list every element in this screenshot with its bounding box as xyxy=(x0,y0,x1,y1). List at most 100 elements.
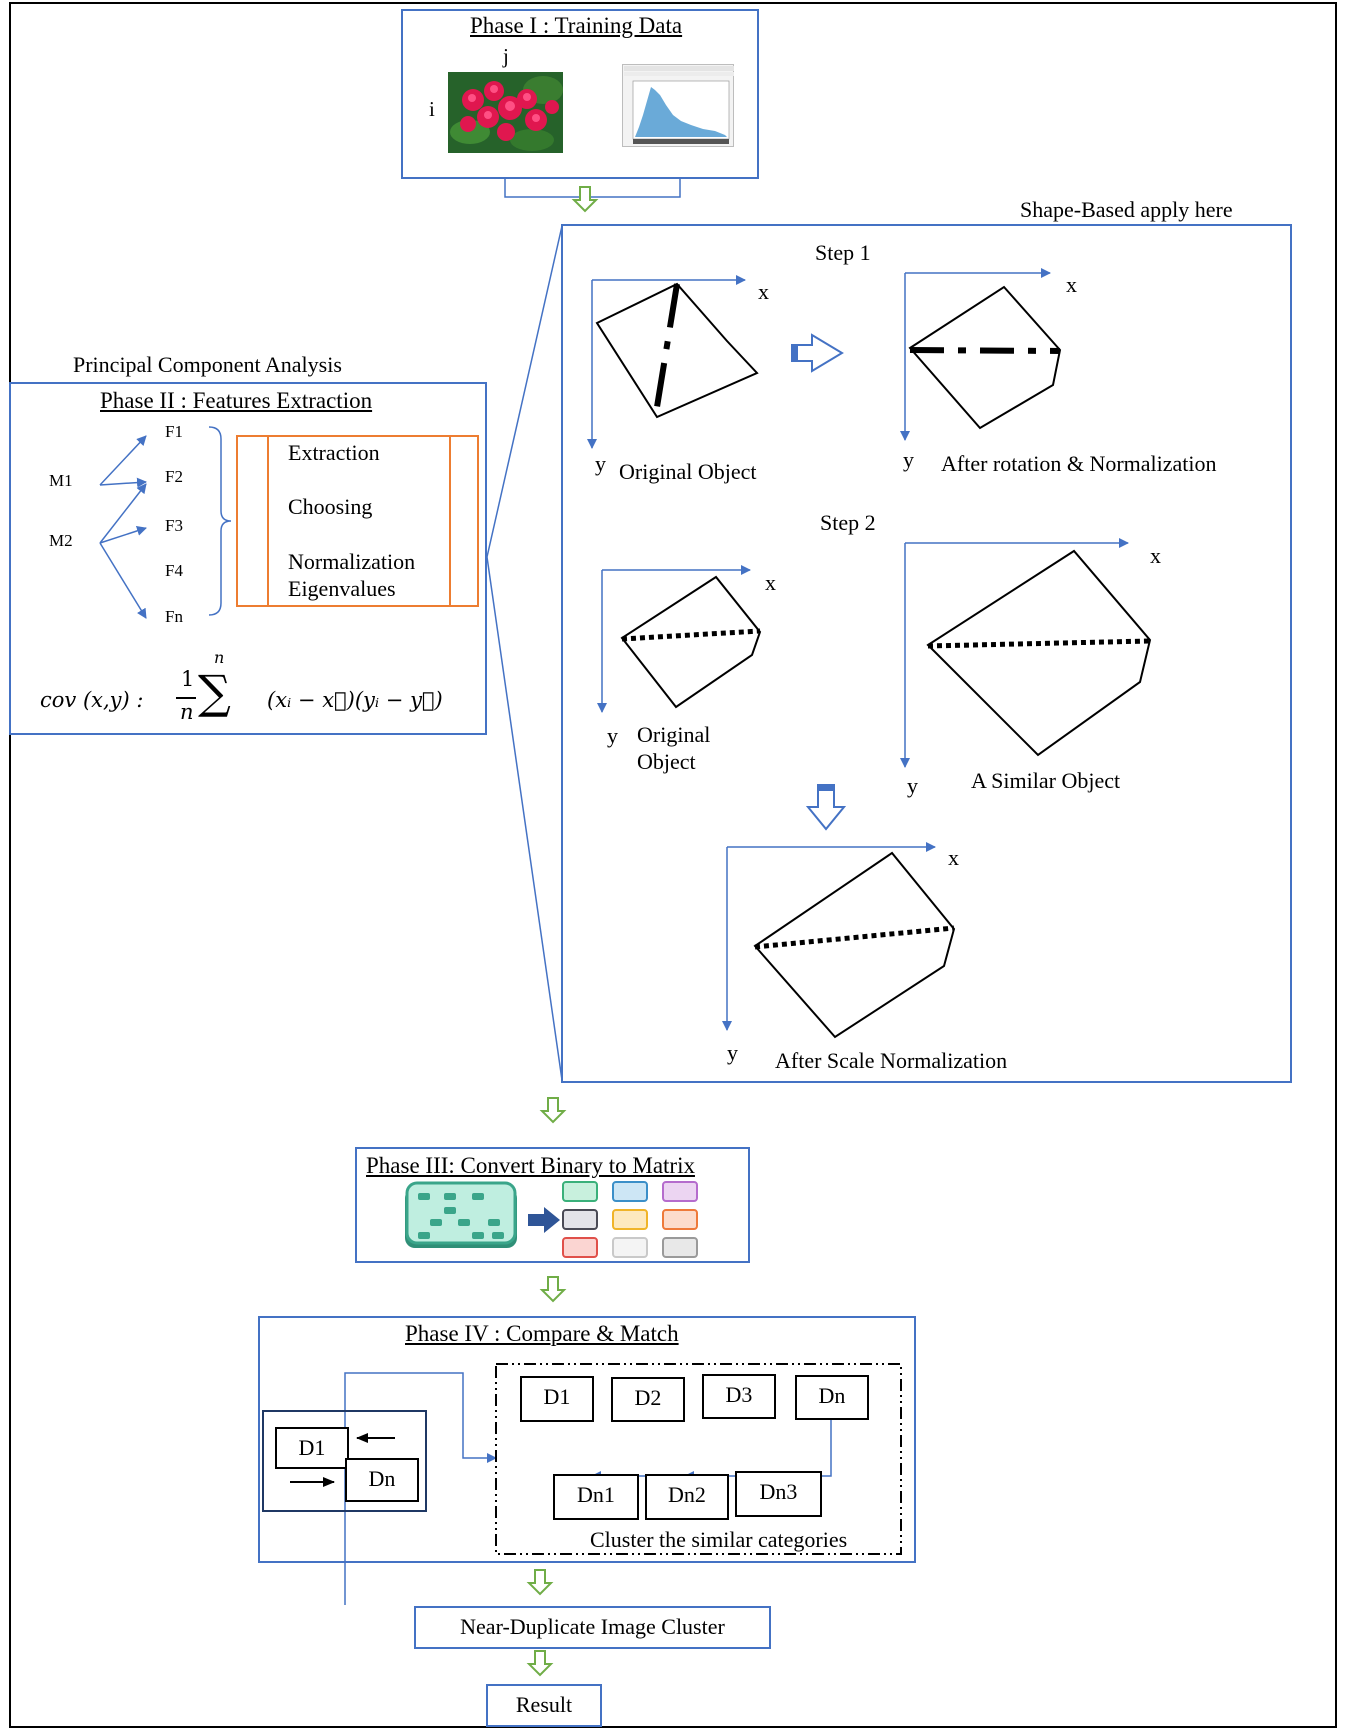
scaled-axes xyxy=(722,842,936,1031)
step1-original-axis-line xyxy=(654,283,680,408)
scaled-caption: After Scale Normalization xyxy=(775,1048,1008,1073)
step1-transform-arrow-base xyxy=(792,346,798,360)
green-arrow-3 xyxy=(539,1276,567,1303)
formula-sum-top: n xyxy=(214,648,225,667)
scaled-shape xyxy=(753,851,956,1039)
phase1-i-label: i xyxy=(429,97,435,121)
scaled-axis-x: x xyxy=(948,845,959,870)
step1-axis-x: x xyxy=(758,279,769,304)
step2-original-axes xyxy=(597,565,751,713)
formula-frac-den: n xyxy=(180,700,194,724)
formula-frac-bar xyxy=(176,697,196,699)
step2-similar-caption: A Similar Object xyxy=(971,768,1121,793)
pca-step-extraction: Extraction xyxy=(288,440,380,465)
input-m1: M1 xyxy=(49,471,73,490)
feature-f4: F4 xyxy=(165,561,183,580)
cluster-box-d3: D3 xyxy=(702,1374,776,1419)
step2-axis-y: y xyxy=(607,723,618,748)
phase2-title: Phase II : Features Extraction xyxy=(100,388,373,413)
feature-f3: F3 xyxy=(165,516,183,535)
cluster-box-dn2: Dn2 xyxy=(645,1474,729,1520)
shape-based-heading: Shape-Based apply here xyxy=(1020,197,1233,222)
green-arrow-1 xyxy=(571,186,599,213)
matrix-big-card xyxy=(405,1181,517,1248)
histogram-plot xyxy=(624,66,734,144)
green-arrow-5 xyxy=(526,1650,554,1677)
funnel-line-bottom xyxy=(486,556,563,1081)
step2-transform-arrow-base xyxy=(818,785,834,791)
step1-original-caption: Original Object xyxy=(619,459,757,484)
formula-sum-symbol: ∑ xyxy=(198,665,231,719)
step2-similar-dotted-line xyxy=(927,638,1151,649)
cluster-caption: Cluster the similar categories xyxy=(590,1527,848,1552)
step1-rotated-axes xyxy=(900,268,1051,441)
step2-similar-axes xyxy=(900,538,1129,768)
step2-similar-shape xyxy=(926,549,1152,757)
pca-steps-left-bar xyxy=(267,435,269,607)
matrix-small-cards xyxy=(562,1181,698,1258)
matrix-convert-arrow xyxy=(528,1207,560,1233)
formula-lhs: cov (x,y) : xyxy=(40,688,144,712)
phase4-box xyxy=(258,1316,916,1563)
step1-label: Step 1 xyxy=(815,240,871,265)
step1-original-axes xyxy=(587,275,746,449)
feature-arrows xyxy=(99,435,147,619)
feature-brace xyxy=(208,426,232,616)
step1-transform-arrow xyxy=(791,333,844,373)
near-duplicate-cluster-box: Near-Duplicate Image Cluster xyxy=(414,1606,771,1649)
pca-steps-box xyxy=(236,435,479,607)
pca-step-choosing: Choosing xyxy=(288,494,373,519)
green-arrow-4 xyxy=(526,1569,554,1596)
histogram-window xyxy=(622,64,734,147)
feature-fn: Fn xyxy=(165,607,183,626)
result-box: Result xyxy=(486,1684,602,1727)
scaled-dotted-line xyxy=(754,925,955,950)
step1-right-axis-x: x xyxy=(1066,272,1077,297)
step1-axis-y: y xyxy=(595,451,606,476)
step2-label: Step 2 xyxy=(820,510,876,535)
input-m2: M2 xyxy=(49,531,73,550)
step1-rotated-caption: After rotation & Normalization xyxy=(941,451,1217,476)
step2-similar-axis-x: x xyxy=(1150,543,1161,568)
pca-heading: Principal Component Analysis xyxy=(73,352,342,377)
pca-step-eigenvalues: Eigenvalues xyxy=(288,576,396,601)
step2-original-caption-line2: Object xyxy=(637,749,696,774)
step1-rotated-shape xyxy=(908,285,1062,430)
step2-similar-axis-y: y xyxy=(907,773,918,798)
formula-frac-num: 1 xyxy=(181,667,195,691)
step1-original-shape xyxy=(595,282,759,419)
cluster-region xyxy=(495,1363,902,1555)
step1-right-axis-y: y xyxy=(903,447,914,472)
formula-rhs: (xᵢ − x⃗)(yᵢ − y⃗) xyxy=(267,688,443,712)
step2-original-caption-line1: Original xyxy=(637,722,711,747)
green-arrow-2 xyxy=(539,1097,567,1124)
pca-step-normalization: Normalization xyxy=(288,549,416,574)
funnel-line-top xyxy=(486,225,563,558)
step2-axis-x: x xyxy=(765,570,776,595)
cluster-box-dn3: Dn3 xyxy=(735,1471,822,1517)
input-box-dn: Dn xyxy=(345,1458,419,1502)
shape-based-panel xyxy=(561,224,1292,1083)
cluster-box-d1: D1 xyxy=(520,1376,594,1422)
phase3-title: Phase III: Convert Binary to Matrix xyxy=(366,1153,695,1178)
input-box-d1: D1 xyxy=(275,1427,349,1469)
phase1-j-label: j xyxy=(503,44,509,68)
feature-f2: F2 xyxy=(165,467,183,486)
cluster-box-dn: Dn xyxy=(795,1375,869,1420)
phase4-input-group xyxy=(262,1410,427,1512)
training-photo-roses xyxy=(448,72,563,153)
phase1-title: Phase I : Training Data xyxy=(470,13,683,38)
step2-original-shape xyxy=(620,575,762,709)
scaled-axis-y: y xyxy=(727,1040,738,1065)
cluster-box-d2: D2 xyxy=(611,1377,685,1422)
step1-rotated-axis-line xyxy=(909,347,1061,354)
phase3-box xyxy=(355,1147,750,1263)
cluster-box-dn1: Dn1 xyxy=(553,1474,639,1520)
rose-image xyxy=(448,72,563,153)
feature-f1: F1 xyxy=(165,422,183,441)
pca-steps-right-bar xyxy=(449,435,451,607)
green-down-arrows xyxy=(526,186,599,1677)
phase4-title: Phase IV : Compare & Match xyxy=(405,1321,679,1346)
